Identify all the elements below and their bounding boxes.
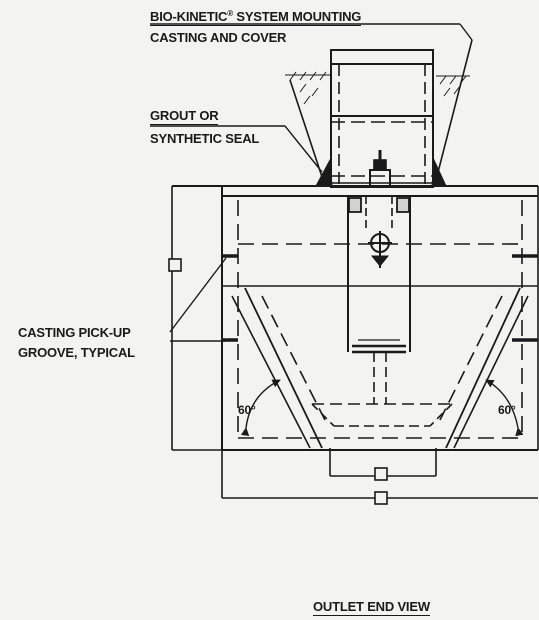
pickup-grooves [222,254,538,342]
hopper [231,287,529,449]
filter-riser [347,196,411,404]
soil-hatch-right [436,75,470,97]
soil-hatch-left [285,71,330,105]
label-pickup-line1: CASTING PICK-UP [18,325,131,340]
excavation-line-left [289,79,324,181]
label-mounting-line1: BIO-KINETIC® SYSTEM MOUNTING [150,6,361,26]
view-title: OUTLET END VIEW [313,599,430,616]
excavation-line-right [435,39,473,181]
angle-arrow-right [485,379,524,437]
grout-seal-right [431,158,447,187]
mounting-casting [330,49,434,188]
registered-mark: ® [227,9,233,18]
bottom-marker-square-lower [374,491,388,505]
leader-mounting-tail [459,23,473,41]
float-switch-icon [368,231,392,268]
label-mounting-line2: CASTING AND COVER [150,30,287,45]
tank-body [171,185,539,499]
side-marker-square [168,258,182,272]
label-grout-line1: GROUT OR [150,108,219,125]
riser-valve [369,150,391,188]
angle-arrow-left [240,379,281,437]
leader-grout-tail [284,125,323,173]
bottom-marker-square-upper [374,467,388,481]
label-grout-line2: SYNTHETIC SEAL [150,131,260,146]
leader-pickup-upper [169,257,227,333]
label-angle-right: 60° [498,403,516,417]
label-angle-left: 60° [238,403,256,417]
label-pickup-line2: GROOVE, TYPICAL [18,345,135,360]
